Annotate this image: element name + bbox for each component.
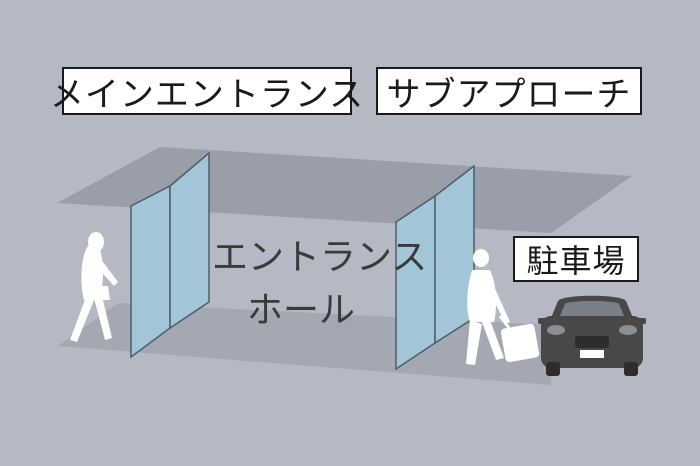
entrance-hall-label-line1: エントランス xyxy=(212,237,428,278)
main-entrance-glass-door xyxy=(130,151,210,359)
sub-approach-label: サブアプローチ xyxy=(376,67,642,115)
man-with-suitcase-icon xyxy=(466,249,540,365)
parking-label: 駐車場 xyxy=(513,236,639,282)
entrance-hall-label-line2: ホール xyxy=(246,290,355,331)
sub-approach-glass-door xyxy=(395,164,475,371)
car-front-icon xyxy=(538,295,646,376)
woman-walking-icon xyxy=(70,232,118,342)
main-entrance-label: メインエントランス xyxy=(50,67,363,115)
